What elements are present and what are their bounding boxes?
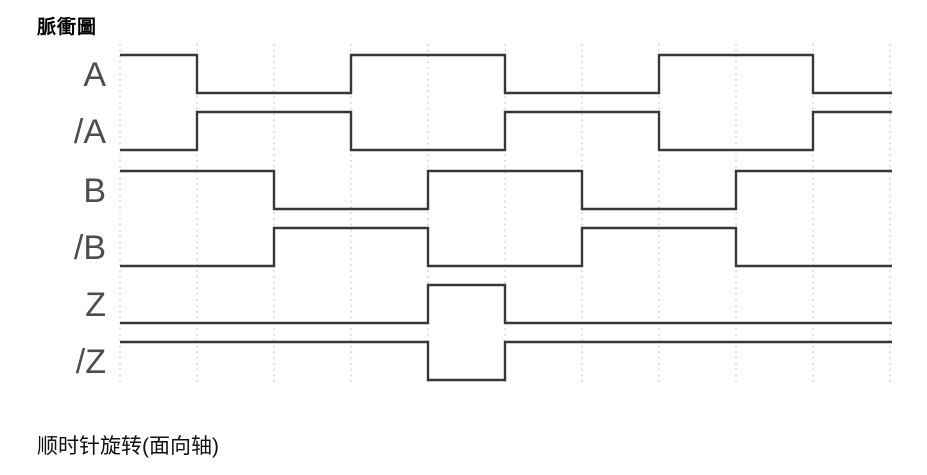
signal-label-inv-z: /Z [76, 343, 106, 381]
signal-waveform-z [120, 283, 892, 325]
signal-waveform-b [120, 169, 892, 211]
signal-waveform-inv-b [120, 226, 892, 268]
signal-waveform-a [120, 53, 892, 95]
timing-diagram: A/A B/B Z/Z [74, 44, 892, 386]
rotation-caption: 顺时针旋转(面向轴) [37, 435, 219, 458]
signal-label-a: A [83, 56, 106, 94]
signal-waveform-inv-a [120, 110, 892, 152]
page-title: 脈衝圖 [37, 17, 98, 38]
signal-label-inv-b: /B [74, 229, 106, 267]
signal-label-inv-a: /A [74, 113, 106, 151]
signal-waveform-inv-z [120, 340, 892, 382]
signal-label-z: Z [85, 286, 106, 324]
signal-label-b: B [83, 172, 106, 210]
